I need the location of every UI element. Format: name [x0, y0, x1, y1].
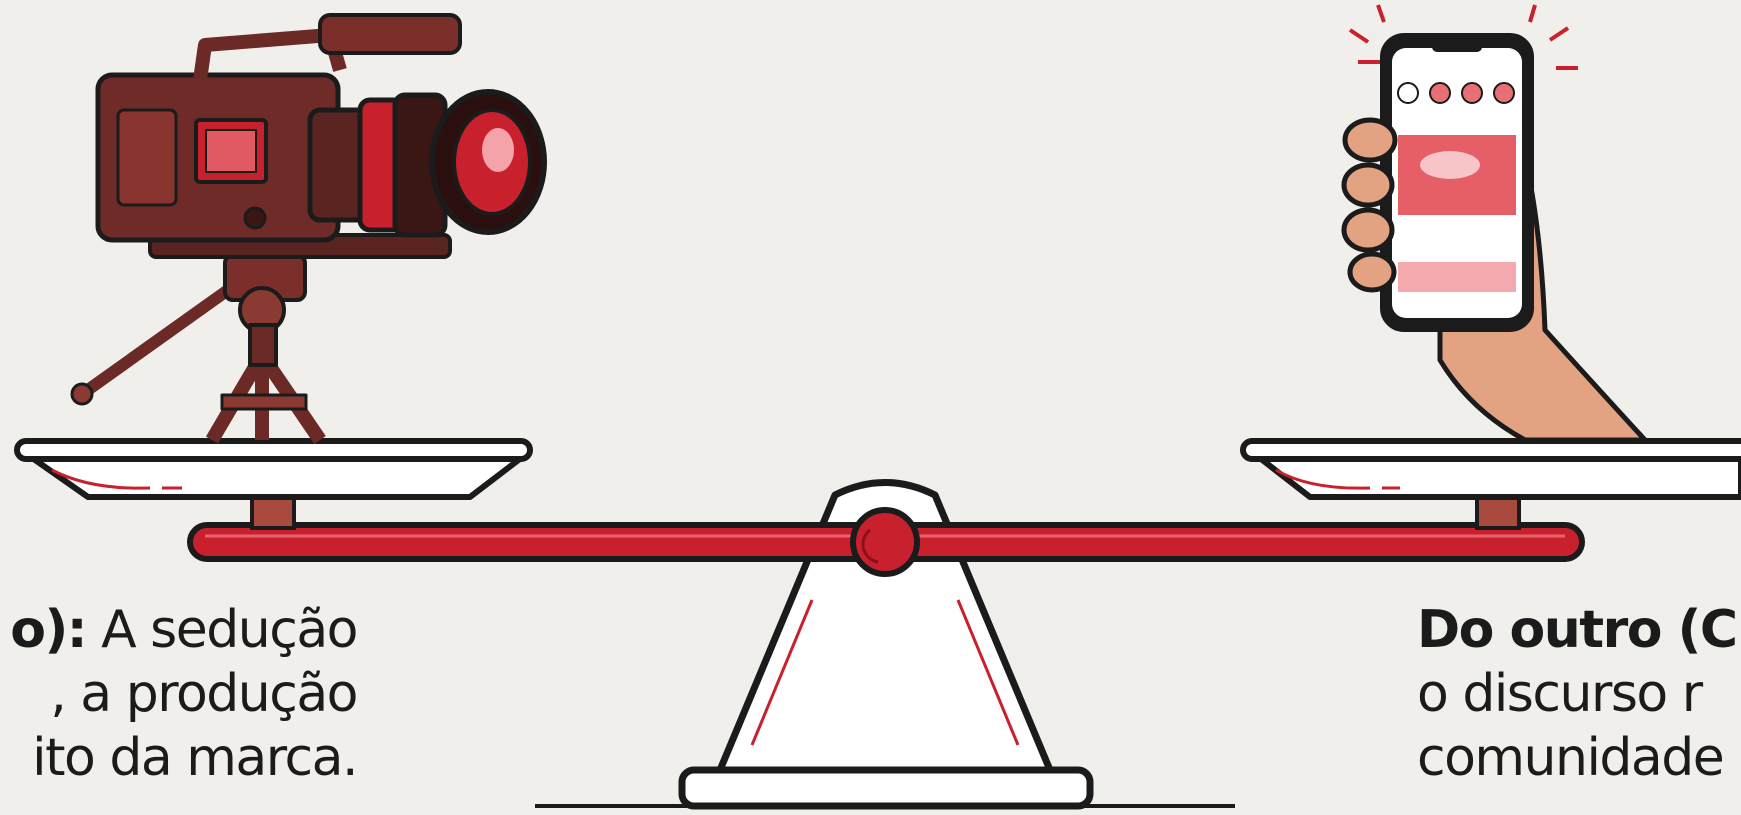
left-caption: o): A sedução , a produção ito da marca. — [10, 598, 358, 790]
cinema-camera-icon — [70, 13, 547, 444]
right-caption: Do outro (C o discurso r comunidade — [1417, 598, 1738, 790]
smartphone-in-hand-icon — [1341, 4, 1648, 443]
pivot-icon — [850, 507, 920, 577]
right-caption-line-2: o discurso r — [1417, 664, 1703, 724]
right-scale-pan — [1240, 438, 1741, 530]
left-scale-pan — [14, 438, 533, 530]
left-caption-line-2: , a produção — [50, 664, 358, 724]
left-caption-line-1: o): A sedução — [10, 600, 358, 660]
scale-fulcrum — [678, 479, 1094, 810]
left-caption-line-3: ito da marca. — [32, 728, 358, 788]
right-caption-line-1: Do outro (C — [1417, 600, 1738, 660]
right-caption-line-3: comunidade — [1417, 728, 1725, 788]
